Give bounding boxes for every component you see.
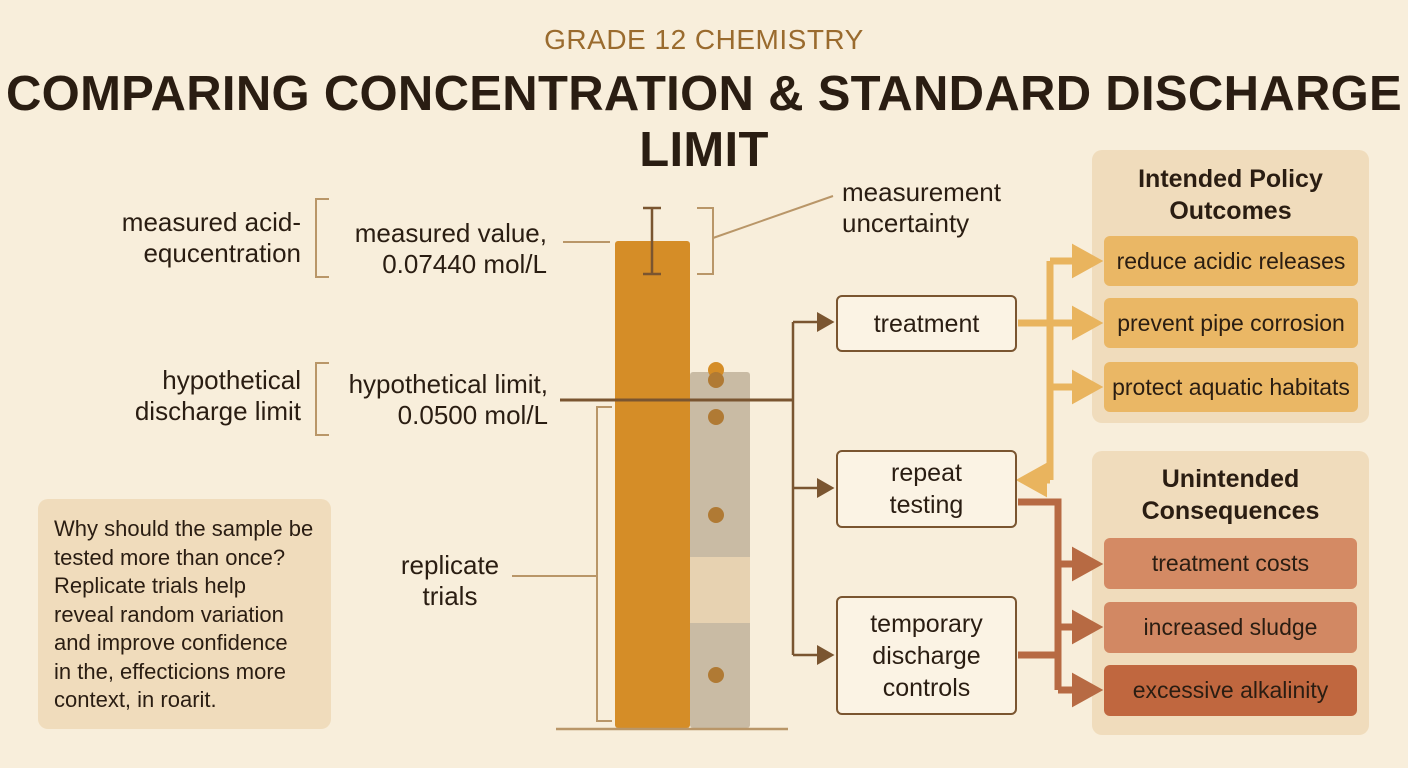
rust-connector [1018, 498, 1062, 690]
temporary-controls-box: temporary discharge controls [836, 596, 1017, 715]
measured-concentration-label: measured acid- equcentration [121, 207, 301, 268]
measured-value-label: measured value, 0.07440 mol/L [354, 218, 547, 279]
note-line: Why should the sample be [54, 516, 314, 541]
intended-outcome-chip: prevent pipe corrosion [1104, 298, 1358, 348]
hypothetical-discharge-label: hypothetical discharge limit [134, 365, 301, 426]
page-title: COMPARING CONCENTRATION & STANDARD DISCH… [5, 67, 1403, 177]
unintended-consequence-chip: increased sludge [1104, 602, 1357, 653]
replicate-note: Why should the sample be tested more tha… [38, 499, 331, 729]
intended-outcomes-title: Intended Policy Outcomes [1138, 165, 1323, 225]
trial-dot [708, 667, 724, 683]
replicate-trials-bracket [596, 406, 612, 722]
replicate-trials-label: replicate trials [400, 550, 500, 611]
treatment-box: treatment [836, 295, 1017, 352]
trial-dot [708, 409, 724, 425]
note-line: in the, effecticions more [54, 658, 286, 684]
trial-bar [690, 372, 750, 728]
measured-concentration-bracket [315, 198, 329, 278]
repeat-testing-box: repeat testing [836, 450, 1017, 528]
hypothetical-limit-label: hypothetical limit, 0.0500 mol/L [348, 369, 548, 430]
measured-concentration-bar [615, 241, 690, 728]
measurement-uncertainty-label: measurement uncertainty [842, 177, 1001, 238]
uncertainty-leader [712, 195, 834, 239]
discharge-limit-bracket [315, 362, 329, 436]
trial-bar-light-band [690, 557, 750, 623]
note-line: Replicate trials help [54, 573, 246, 598]
trial-dot [708, 507, 724, 523]
note-line: and improve confidence [54, 630, 288, 655]
note-line: tested more than once? [54, 544, 286, 570]
note-line: context, in roarit. [54, 687, 217, 712]
uncertainty-bracket [697, 207, 714, 275]
unintended-consequences-title: Unintended Consequences [1141, 465, 1320, 525]
unintended-consequence-chip: excessive alkalinity [1104, 665, 1357, 716]
course-subtitle: GRADE 12 CHEMISTRY [544, 24, 864, 55]
intended-outcome-chip: reduce acidic releases [1104, 236, 1358, 286]
intended-outcome-chip: protect aquatic habitats [1104, 362, 1358, 412]
note-line: reveal random variation [54, 601, 284, 627]
trial-dot [708, 372, 724, 388]
unintended-consequence-chip: treatment costs [1104, 538, 1357, 589]
